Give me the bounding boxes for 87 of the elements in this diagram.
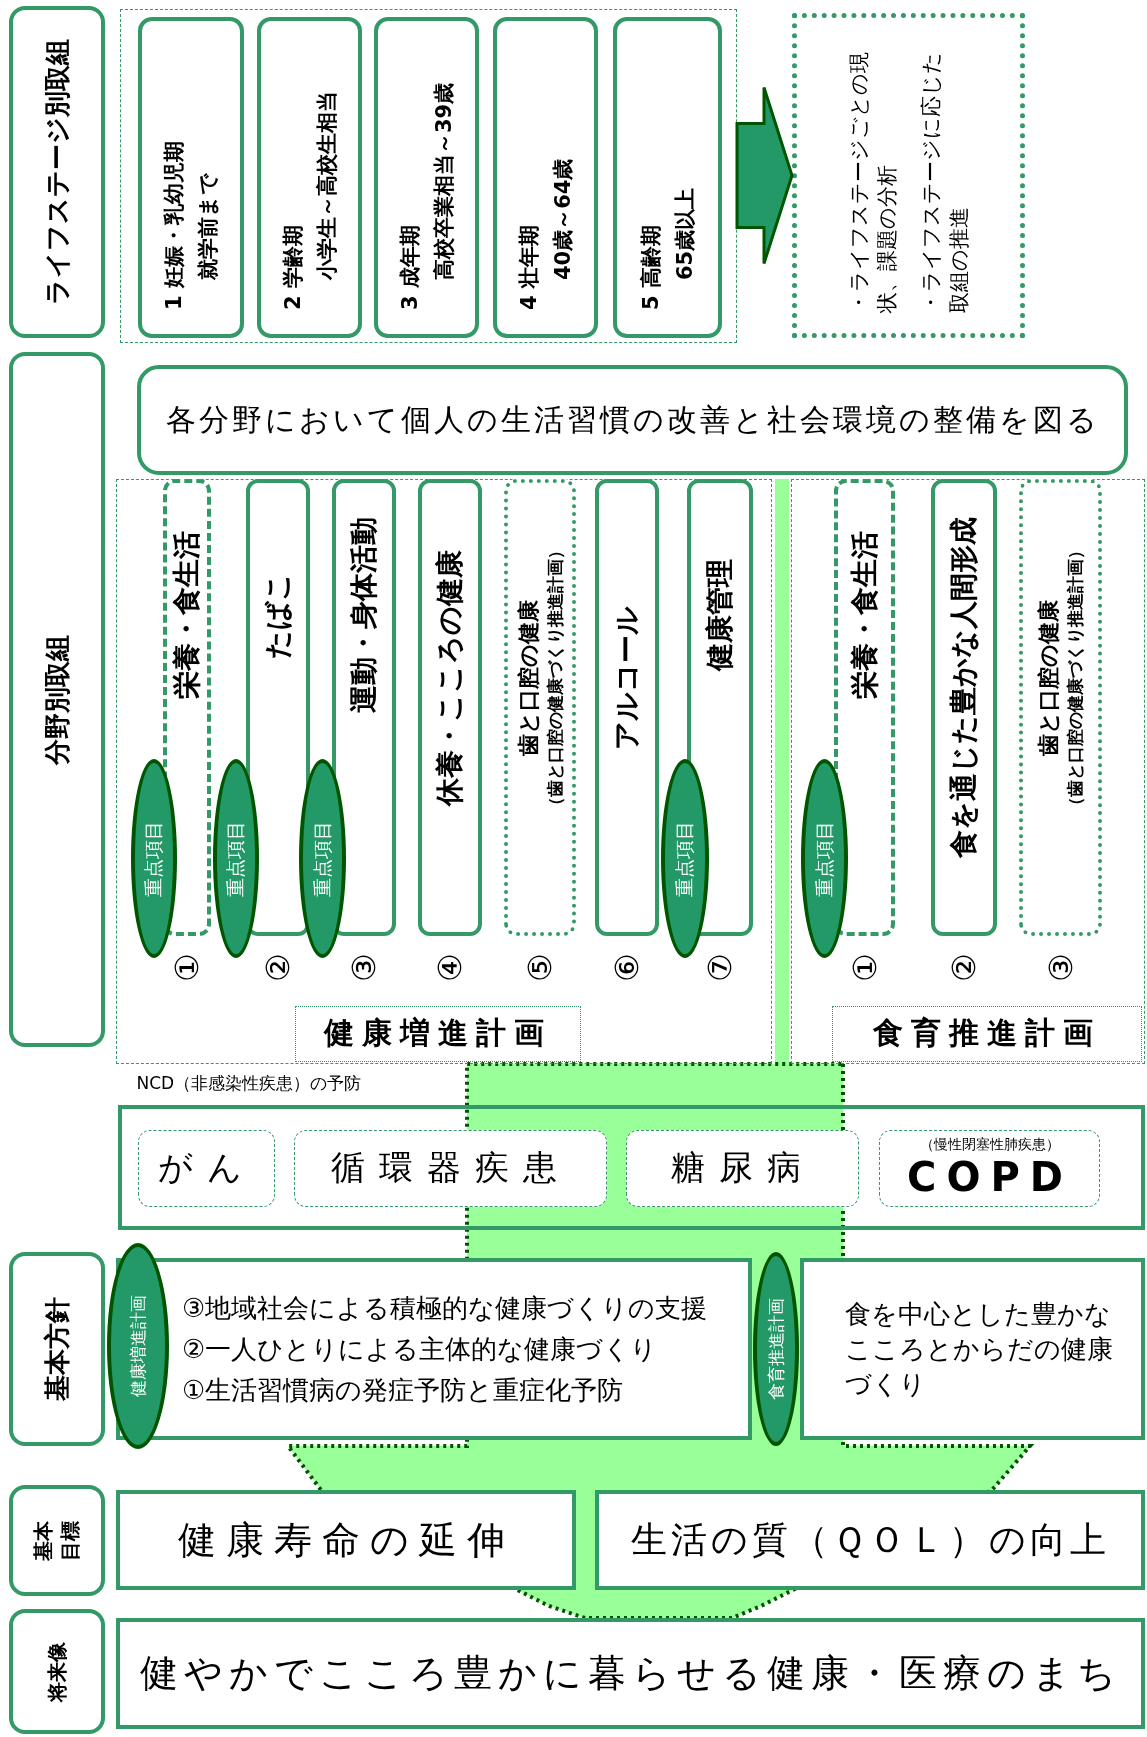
row-title: 基本方針 bbox=[40, 1297, 73, 1401]
field-text: 健康管理 bbox=[702, 559, 737, 671]
row-title: ライフステージ別取組 bbox=[40, 39, 73, 305]
life-stage-card bbox=[493, 17, 598, 338]
stage-range: 高校卒業相当～39歳 bbox=[430, 81, 457, 282]
analysis-text: ・ライフステージごとの現状、課題の分析 bbox=[845, 51, 900, 313]
item-number: ⑥ bbox=[608, 953, 646, 982]
block-arrow bbox=[735, 86, 794, 265]
goal-box bbox=[116, 1618, 1145, 1729]
oval-text: 食育推進計画 bbox=[764, 1298, 787, 1400]
banner-box bbox=[137, 365, 1128, 475]
stage-title: 1 妊娠・乳幼児期 bbox=[161, 140, 187, 310]
stage-title: 2 学齢期 bbox=[279, 224, 306, 310]
item-number: ② bbox=[259, 953, 297, 982]
item-number: ⑦ bbox=[701, 953, 739, 982]
item-number: ① bbox=[845, 953, 884, 982]
policy-text: 食を中心とした豊かなこころとからだの健康づくり bbox=[844, 1297, 1113, 1401]
field-text: 休養・こころの健康 bbox=[432, 549, 467, 806]
analysis-text: ・ライフステージに応じた取組の推進 bbox=[917, 51, 972, 313]
goal-box bbox=[595, 1490, 1145, 1590]
goal-box bbox=[116, 1490, 576, 1590]
row-header bbox=[9, 1485, 105, 1596]
disease-text: COPD bbox=[905, 1154, 1074, 1201]
disease-box bbox=[626, 1130, 859, 1207]
oval-text: 重点項目 bbox=[309, 820, 334, 897]
field-note: （歯と口腔の健康づくり推進計画） bbox=[543, 541, 566, 814]
plan-area-frame bbox=[116, 479, 772, 1064]
disease-text: 糖尿病 bbox=[669, 1146, 816, 1190]
oval-text: 重点項目 bbox=[223, 820, 247, 897]
policy-text: ①生活習慣病の発症予防と重症化予防 bbox=[182, 1373, 625, 1407]
item-number: ④ bbox=[431, 953, 469, 982]
item-number: ② bbox=[945, 953, 983, 982]
plan-label: 食育推進計画 bbox=[832, 1006, 1142, 1062]
stage-range: 就学前まで bbox=[195, 172, 221, 282]
field-text: たばこ bbox=[260, 571, 295, 659]
goal-text: 健康寿命の延伸 bbox=[176, 1516, 516, 1564]
row-title: 基本目標 bbox=[30, 1519, 83, 1563]
stage-range: 65歳以上 bbox=[671, 186, 698, 282]
life-stage-card bbox=[613, 17, 722, 338]
life-stage-card bbox=[138, 17, 244, 338]
item-number: ⑤ bbox=[521, 953, 559, 982]
field-text: 歯と口腔の健康 bbox=[514, 599, 542, 756]
oval-text: 重点項目 bbox=[672, 820, 696, 897]
row-title: 将来像 bbox=[43, 1641, 70, 1702]
field-text: アルコール bbox=[609, 605, 644, 750]
field-text: 運動・身体活動 bbox=[346, 517, 381, 713]
oval-text: 重点項目 bbox=[811, 820, 836, 897]
disease-text: がん bbox=[156, 1146, 257, 1190]
stage-title: 3 成年期 bbox=[396, 224, 423, 310]
field-text: 栄養・食生活 bbox=[846, 531, 882, 699]
disease-box bbox=[138, 1130, 275, 1207]
policy-text: ②一人ひとりによる主体的な健康づくり bbox=[182, 1332, 659, 1366]
policy-box bbox=[800, 1258, 1145, 1440]
life-stage-card bbox=[374, 17, 479, 338]
oval-text: 健康増進計画 bbox=[126, 1295, 149, 1397]
oval-text: 重点項目 bbox=[141, 820, 165, 897]
row-header bbox=[9, 352, 105, 1047]
goal-text: 生活の質（ＱＯＬ）の向上 bbox=[629, 1517, 1111, 1562]
item-number: ① bbox=[168, 953, 206, 982]
disease-box bbox=[879, 1130, 1100, 1207]
banner-text: 各分野において個人の生活習慣の改善と社会環境の整備を図る bbox=[164, 400, 1101, 439]
plan-label: 健康増進計画 bbox=[295, 1006, 581, 1062]
item-number: ③ bbox=[1041, 953, 1080, 982]
plan-area-frame bbox=[791, 479, 1145, 1064]
item-number: ③ bbox=[345, 953, 383, 982]
field-text: 食を通じた豊かな人間形成 bbox=[946, 517, 981, 858]
row-header bbox=[9, 1252, 105, 1446]
goal-text: 健やかでこころ豊かに暮らせる健康・医療のまち bbox=[138, 1650, 1123, 1697]
stage-range: 小学生～高校生相当 bbox=[313, 90, 340, 283]
policy-text: ③地域社会による積極的な健康づくりの支援 bbox=[182, 1291, 709, 1325]
disease-text: 循環器疾患 bbox=[329, 1146, 572, 1190]
stage-group-frame bbox=[120, 9, 737, 343]
field-text: 歯と口腔の健康 bbox=[1035, 599, 1062, 756]
stage-title: 5 高齢期 bbox=[637, 224, 664, 310]
policy-box bbox=[116, 1258, 752, 1440]
field-text: 栄養・食生活 bbox=[169, 531, 204, 699]
group-heading: NCD（非感染性疾患）の予防 bbox=[136, 1071, 363, 1095]
life-stage-card bbox=[257, 17, 362, 338]
row-header bbox=[9, 1609, 105, 1734]
disease-box bbox=[294, 1130, 607, 1207]
stage-title: 4 壮年期 bbox=[515, 224, 542, 310]
row-title: 分野別取組 bbox=[40, 634, 73, 765]
stage-range: 40歳～64歳 bbox=[549, 157, 576, 282]
field-note: （歯と口腔の健康づくり推進計画） bbox=[1064, 541, 1086, 814]
row-header bbox=[9, 6, 105, 338]
disease-note: （慢性閉塞性肺疾患） bbox=[918, 1136, 1061, 1155]
analysis-box bbox=[792, 13, 1025, 338]
